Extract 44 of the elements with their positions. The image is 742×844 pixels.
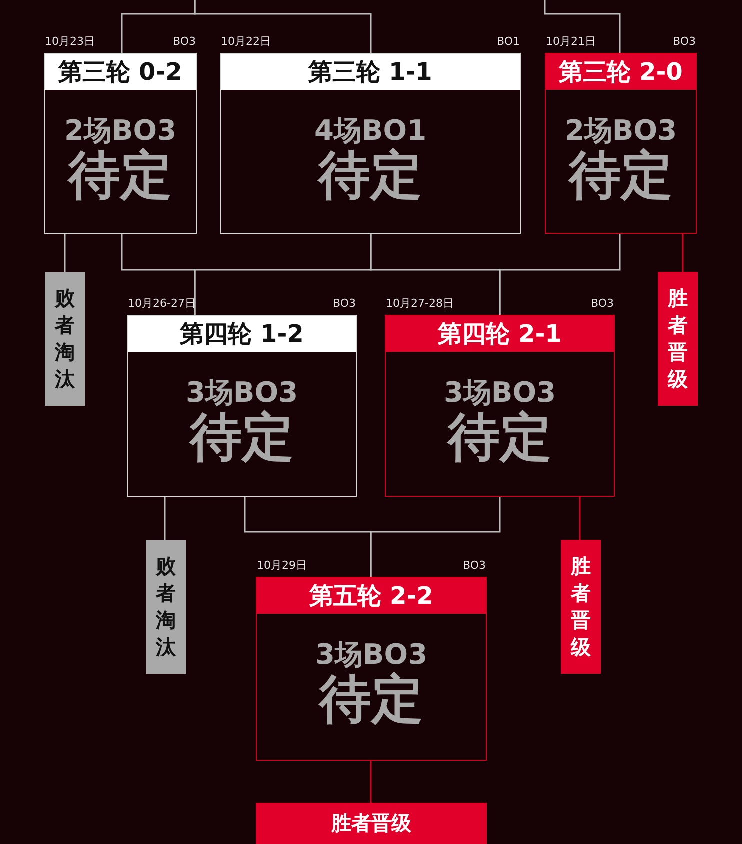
- match-count: 2场BO3: [63, 116, 178, 146]
- result-box: 胜者晋级: [256, 803, 487, 844]
- result-box: 胜者晋级: [561, 540, 601, 674]
- result-box: 败者淘汰: [146, 540, 186, 674]
- date-label: 10月23日: [45, 35, 95, 49]
- connector-line: [579, 497, 581, 540]
- connector-line: [164, 497, 166, 540]
- round-header: 第三轮 1-1: [221, 54, 520, 90]
- result-box: 胜者晋级: [658, 272, 698, 406]
- round-header: 第五轮 2-2: [257, 578, 486, 614]
- connector-line: [544, 0, 621, 53]
- format-label: BO1: [496, 35, 520, 49]
- round-header: 第四轮 1-2: [128, 316, 356, 352]
- status-text: 待定: [66, 148, 174, 204]
- date-label: 10月22日: [221, 35, 271, 49]
- status-text: 待定: [188, 410, 295, 466]
- connector-line: [682, 234, 684, 272]
- format-label: BO3: [462, 559, 486, 573]
- connector-line: [370, 761, 372, 803]
- match-count: 2场BO3: [564, 116, 678, 146]
- match-count: 3场BO3: [442, 378, 558, 408]
- format-label: BO3: [672, 35, 696, 49]
- status-text: 待定: [567, 148, 674, 204]
- status-text: 待定: [318, 672, 424, 728]
- connector-line: [194, 0, 372, 53]
- match-count: 3场BO3: [184, 378, 300, 408]
- round-header: 第四轮 2-1: [386, 316, 614, 352]
- date-label: 10月27-28日: [386, 297, 454, 311]
- status-text: 待定: [316, 148, 424, 204]
- date-label: 10月21日: [546, 35, 596, 49]
- format-label: BO3: [590, 297, 614, 311]
- connector-line: [499, 234, 621, 315]
- connector-line: [370, 497, 501, 577]
- result-box: 败者淘汰: [45, 272, 85, 406]
- format-label: BO3: [332, 297, 356, 311]
- date-label: 10月26-27日: [128, 297, 196, 311]
- connector-line: [64, 234, 66, 272]
- round-header: 第三轮 0-2: [45, 54, 196, 90]
- status-text: 待定: [446, 410, 553, 466]
- round-header: 第三轮 2-0: [546, 54, 696, 90]
- format-label: BO3: [172, 35, 196, 49]
- date-label: 10月29日: [257, 559, 307, 573]
- match-count: 3场BO3: [314, 640, 429, 670]
- match-count: 4场BO1: [313, 116, 428, 146]
